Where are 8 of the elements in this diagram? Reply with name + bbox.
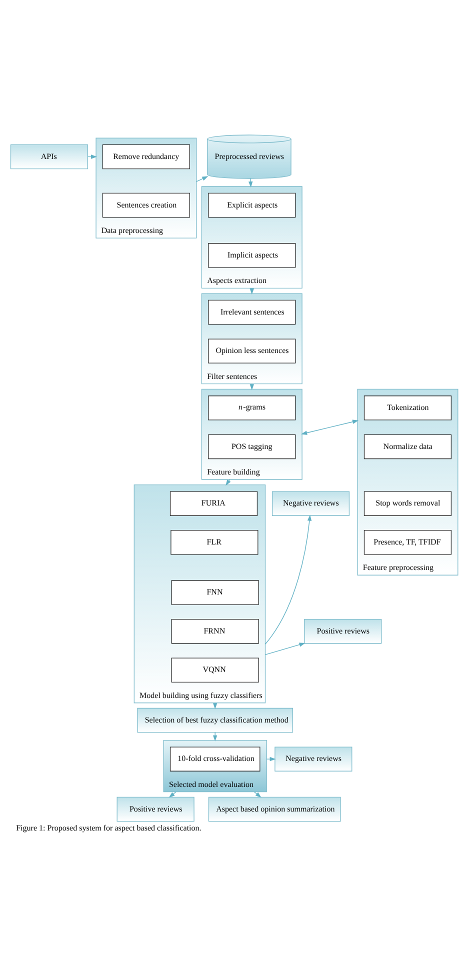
arrow [264, 514, 312, 644]
arrow [266, 756, 276, 762]
arrow [168, 792, 176, 798]
arrow [254, 792, 262, 798]
arrow [301, 420, 359, 435]
arrow [248, 178, 253, 188]
arrow [196, 176, 208, 182]
arrow [264, 642, 306, 656]
